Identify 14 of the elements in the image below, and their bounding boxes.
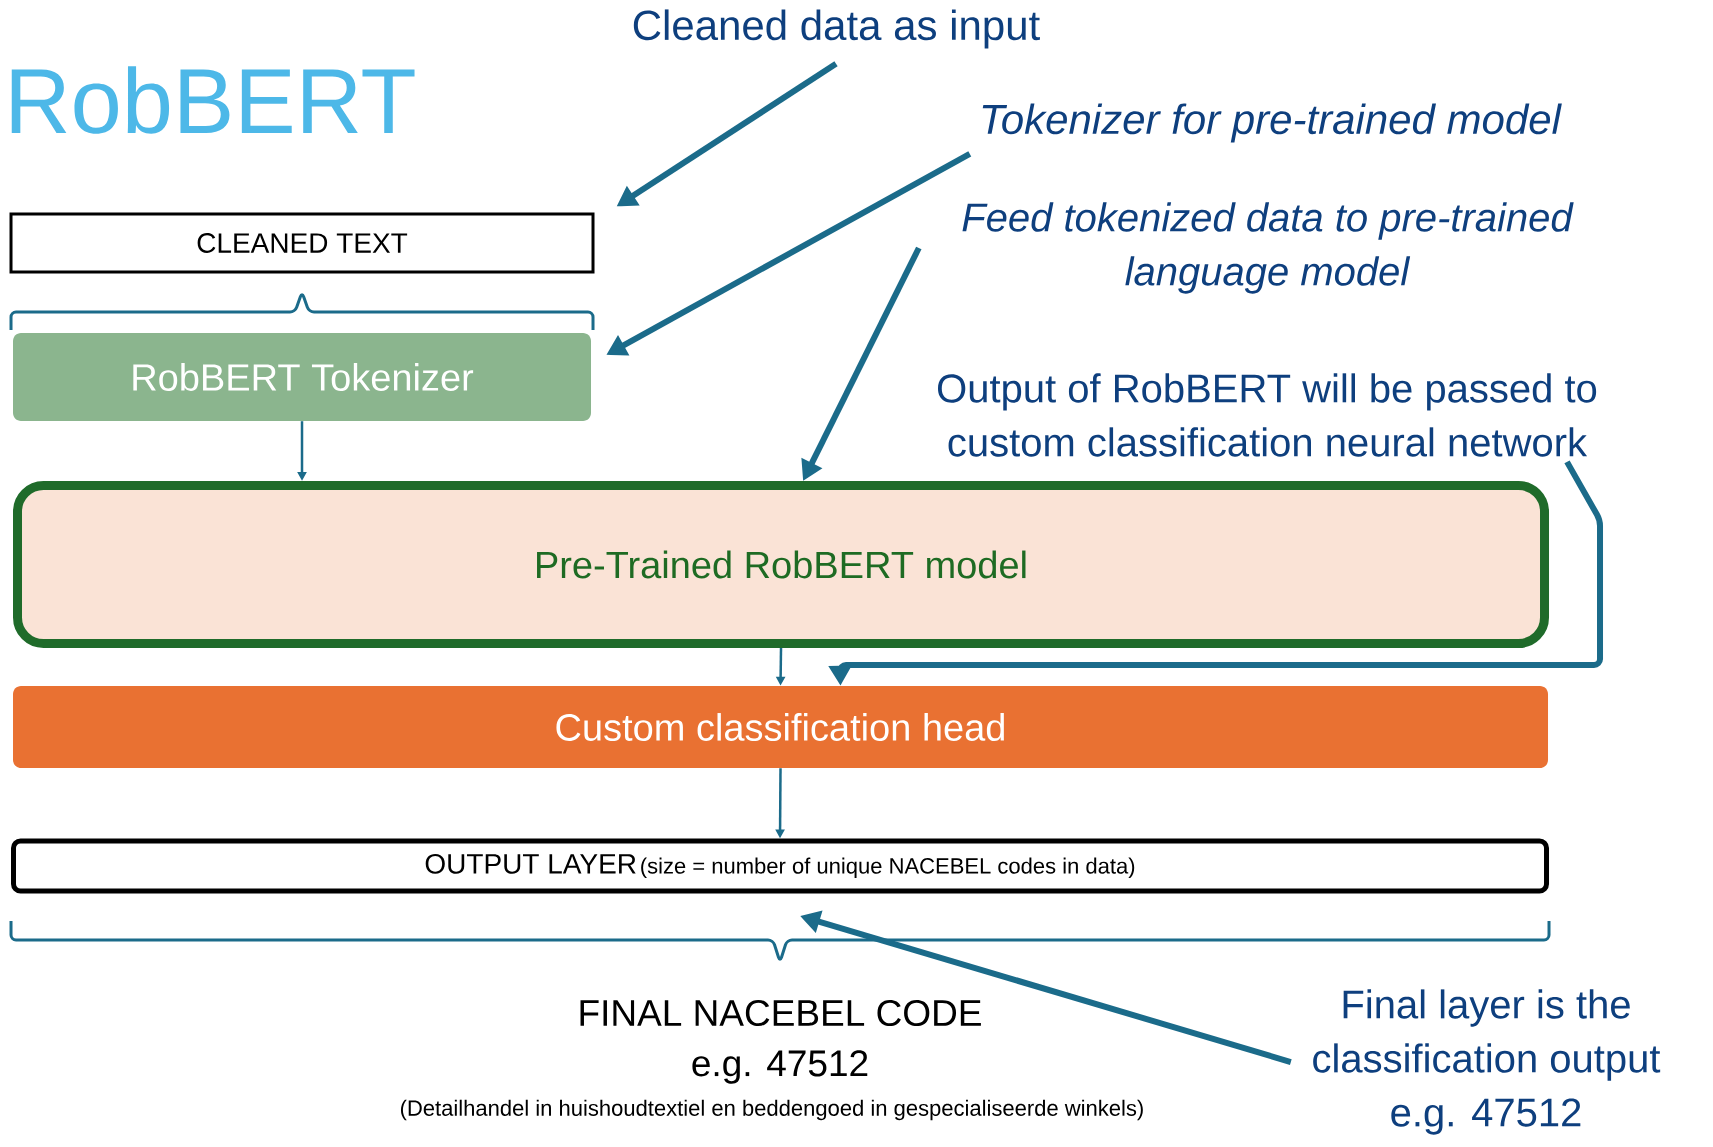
output-label: e.g. 47512 xyxy=(692,1050,868,1084)
model-box: Pre-Trained RobBERT model xyxy=(13,481,1549,648)
text-box: CLEANED TEXT xyxy=(9,212,595,274)
process-box: RobBERT Tokenizer xyxy=(13,333,591,421)
annotation-text: Cleaned data as input xyxy=(633,9,1040,49)
brace xyxy=(9,920,1551,959)
output-label: (Detailhandel in huishoudtextiel en beddengoed in gespecialiseerde winkels) xyxy=(400,1099,1143,1121)
title: RobBERT xyxy=(11,66,415,134)
annotation-text: Tokenizer for pre-trained model xyxy=(982,103,1562,143)
process-box: Custom classification head xyxy=(13,686,1548,768)
annotation-text: Final layer is the classification output e.g. 47512 xyxy=(1313,989,1661,1135)
annotation-text: Feed tokenized data to pre-trained language model xyxy=(962,202,1574,294)
annotation-text: Output of RobBERT will be passed to custom classification neural network xyxy=(938,373,1597,457)
output-label: FINAL NACEBEL CODE xyxy=(580,999,981,1027)
